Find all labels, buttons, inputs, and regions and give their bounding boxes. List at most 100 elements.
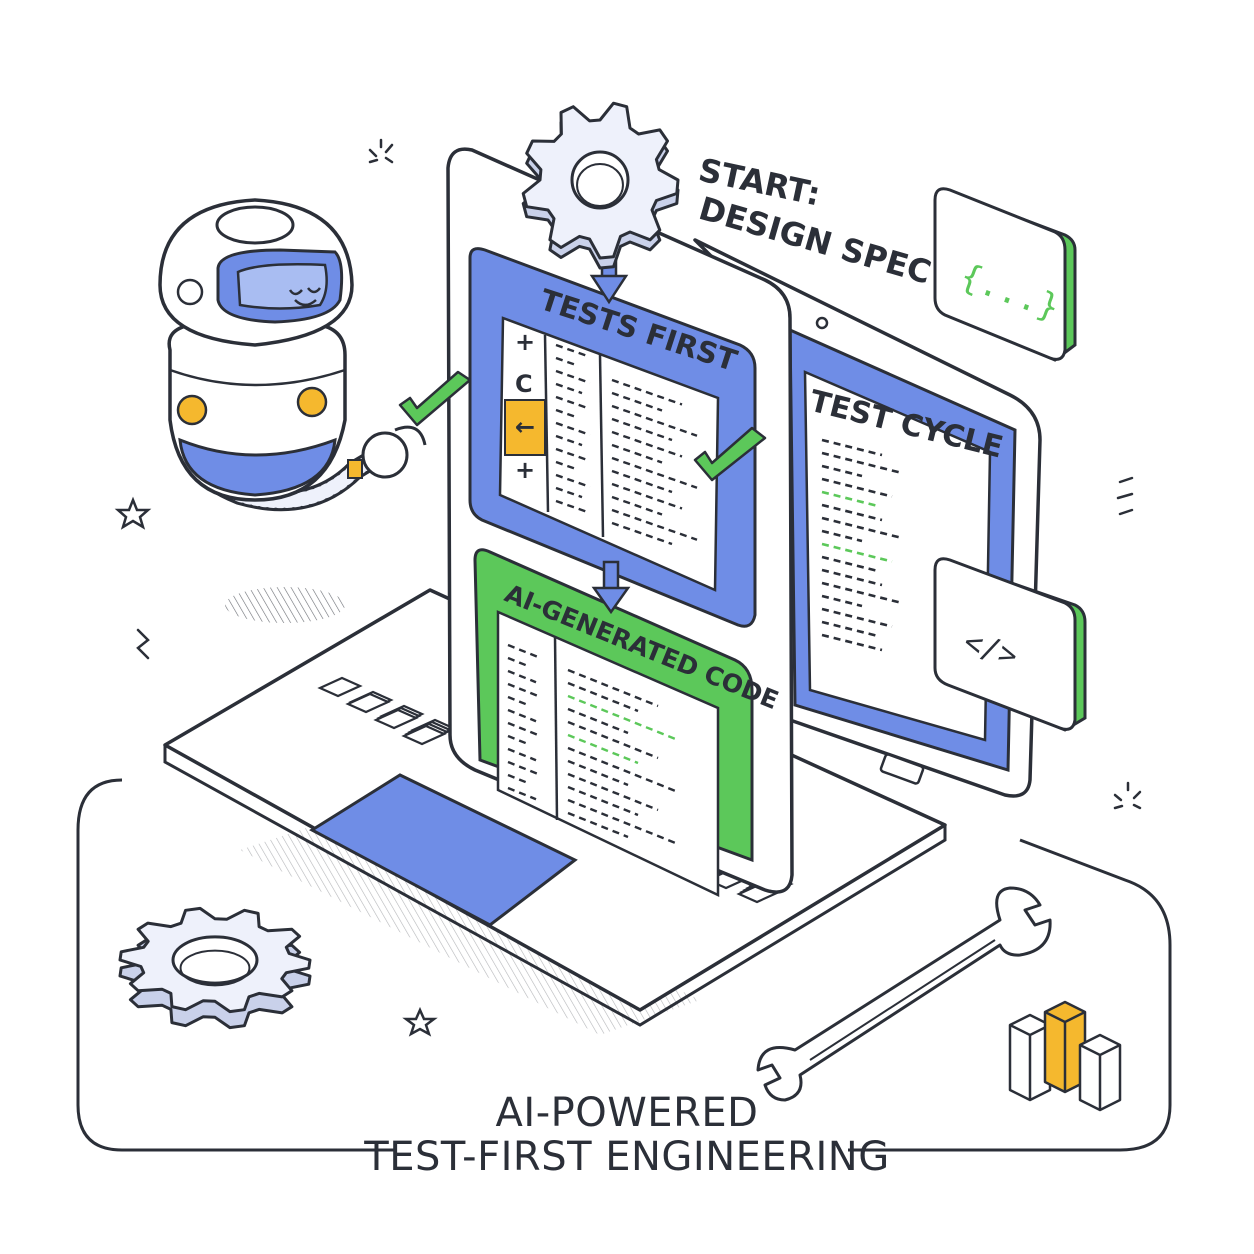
code-line: [611, 417, 673, 442]
trackpad: [309, 773, 578, 927]
toolbar-active-item: [504, 399, 546, 456]
code-line: [555, 486, 583, 499]
code-line: [611, 456, 698, 489]
code-line: [821, 568, 883, 587]
code-line: [567, 811, 629, 839]
code-line: [555, 343, 587, 357]
code-line: [821, 438, 883, 457]
keyboard-key: [317, 676, 363, 698]
code-line: [567, 668, 659, 708]
gear-hole-inner: [576, 163, 624, 207]
code-line: [507, 721, 539, 737]
code-line: [821, 477, 893, 498]
code-line: [821, 594, 863, 608]
code-line: [821, 529, 863, 543]
robot-hand: [361, 431, 409, 479]
code-line: [611, 404, 698, 437]
wrench-icon: [756, 886, 1052, 1102]
toolbar-glyph: +: [515, 456, 535, 484]
code-line: [821, 555, 878, 573]
caption-line-2: TEST-FIRST ENGINEERING: [364, 1134, 890, 1180]
code-line: [507, 708, 537, 723]
tests-first-editor: [498, 316, 720, 592]
webcam: [815, 316, 829, 330]
code-line: [567, 681, 639, 713]
code-line: [555, 499, 587, 513]
code-line: [821, 451, 903, 475]
test-cycle-code-lines: [821, 438, 903, 652]
code-line: [507, 656, 531, 668]
keyboard-key: [373, 708, 419, 730]
code-line: [821, 581, 903, 605]
generated-code-lines: [507, 643, 679, 846]
code-line: [611, 495, 663, 516]
code-line: [555, 382, 583, 395]
code-line: [555, 395, 587, 409]
robot-shadow: [225, 587, 345, 623]
bar-chart-icon: [1008, 1000, 1122, 1112]
code-line: [507, 682, 539, 698]
code-line: [567, 720, 659, 760]
code-line: [507, 786, 537, 801]
code-line: [555, 460, 579, 471]
toolbar-glyph: +: [515, 328, 535, 356]
braces-card: {...}: [933, 187, 1077, 362]
flow-arrow-2: [591, 560, 631, 615]
code-line: [555, 434, 583, 447]
code-line: [567, 759, 629, 787]
code-line: [611, 482, 683, 510]
keyboard-key: [401, 724, 447, 746]
code-line: [555, 356, 579, 367]
code-line: [567, 772, 659, 812]
toolbar-glyph: C: [515, 370, 533, 398]
test-toolbar: + C ← +: [515, 328, 535, 484]
base-frame: [76, 778, 1172, 1152]
code-line: [611, 391, 663, 412]
code-line: [821, 607, 893, 628]
code-line: [611, 430, 683, 458]
code-line: [821, 620, 878, 638]
gear-icon: [521, 101, 680, 270]
code-line: [567, 785, 639, 817]
code-line: [567, 694, 679, 742]
code-line: [611, 443, 663, 464]
keyboard-key: [345, 692, 391, 714]
code-line: [507, 669, 537, 684]
code-line: [555, 408, 579, 419]
code-line: [821, 490, 878, 508]
code-line: [567, 746, 679, 794]
code-line: [611, 469, 673, 494]
workflow-tablet: + C ← +: [446, 147, 794, 897]
code-line: [507, 760, 539, 776]
code-line: [821, 503, 883, 522]
code-line: [821, 542, 893, 563]
code-line: [611, 378, 683, 406]
code-line: [567, 733, 639, 765]
code-line: [821, 464, 863, 478]
code-line: [567, 798, 679, 846]
code-line: [507, 734, 531, 746]
caption-line-1: AI-POWERED: [495, 1090, 759, 1136]
code-line: [567, 707, 629, 735]
code-card: </>: [933, 557, 1087, 732]
code-line: [821, 516, 903, 540]
gear-hole-inner: [179, 949, 251, 987]
code-line: [555, 447, 587, 461]
check-icon: [693, 426, 767, 482]
gear-icon-large: [118, 906, 312, 1030]
code-line: [507, 695, 531, 707]
code-line: [507, 747, 537, 762]
gear-hole: [171, 935, 259, 985]
code-line: [555, 369, 591, 385]
code-line: [555, 473, 591, 489]
tests-code-lines: [555, 343, 698, 546]
robot-check-icon: [398, 370, 472, 427]
ai-code-editor: [496, 610, 720, 897]
code-line: [555, 421, 591, 437]
code-line: [611, 508, 698, 541]
star-icon: [114, 496, 152, 530]
toolbar-glyph: ←: [515, 413, 535, 441]
sparkles: [114, 138, 1142, 1037]
code-line: [611, 521, 673, 546]
